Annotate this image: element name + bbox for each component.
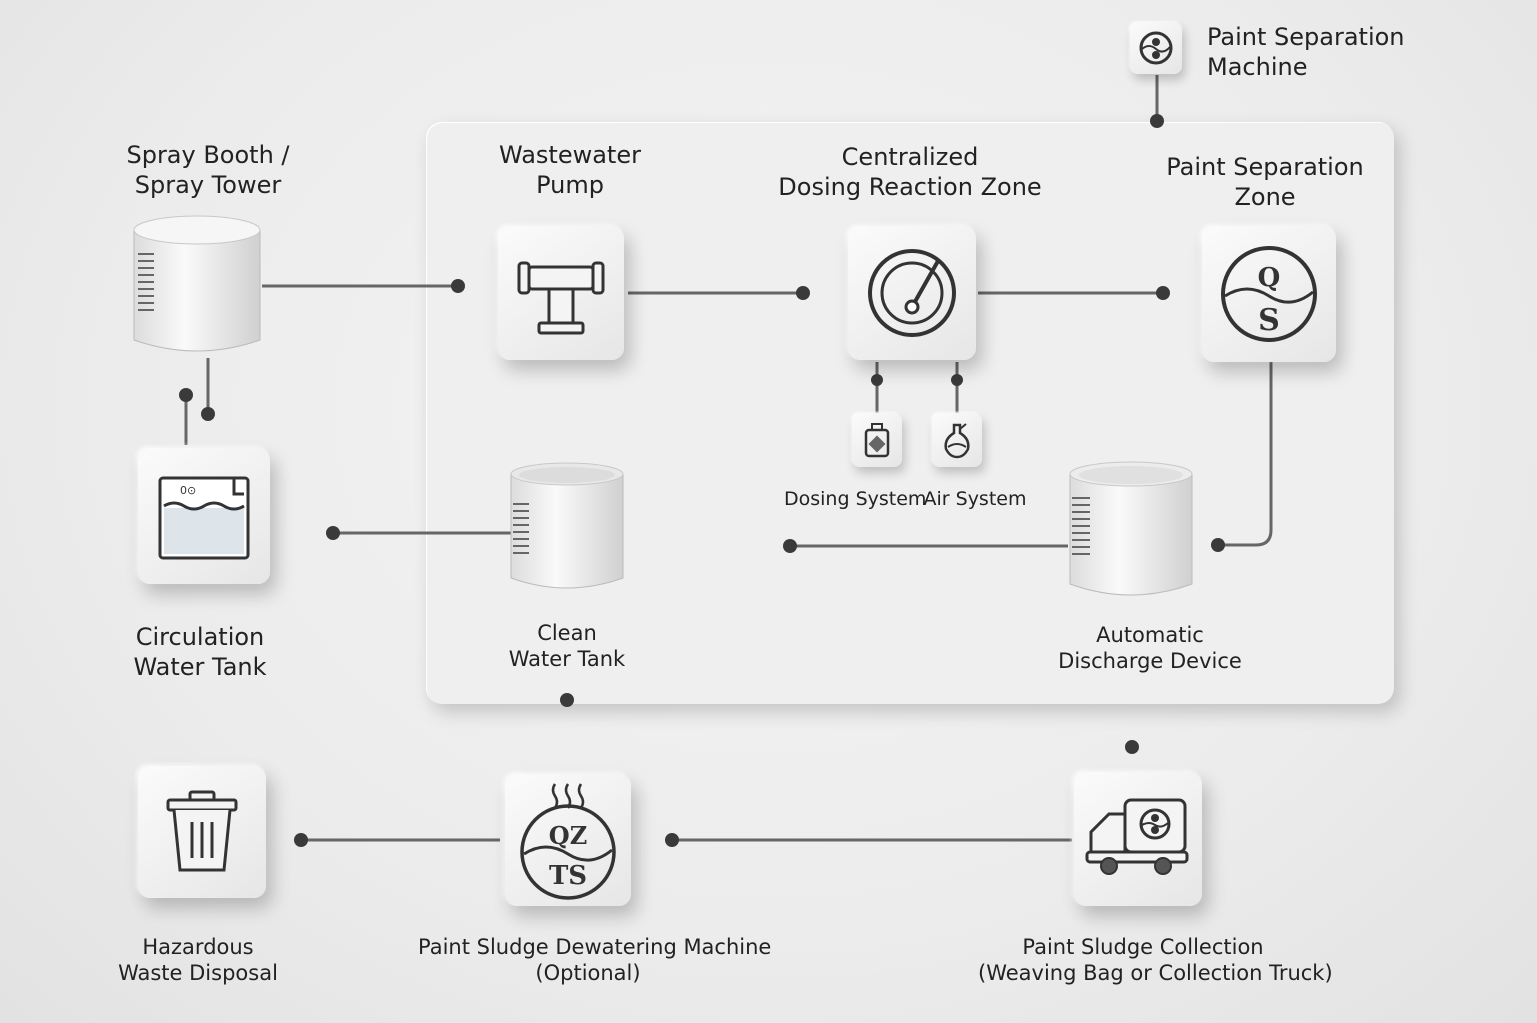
separator-icon xyxy=(1139,31,1173,65)
flask-icon xyxy=(944,423,970,459)
separation-bottom-letter: S xyxy=(1258,303,1280,338)
dewatering-top-text: QZ xyxy=(549,821,587,850)
process-panel xyxy=(426,122,1394,704)
chemical-bottle-icon xyxy=(864,423,890,458)
dosing-system-label: Dosing System xyxy=(784,488,927,510)
dewatering-bottom-text: TS xyxy=(549,861,587,891)
water-tank-icon: 0⊙ xyxy=(158,476,250,560)
automatic-discharge-device-label: Automatic Discharge Device xyxy=(1058,623,1242,674)
wastewater-pump-label: Wastewater Pump xyxy=(499,141,641,199)
gauge-icon xyxy=(868,249,956,337)
paint-separation-zone-tile[interactable]: Q S xyxy=(1202,226,1336,362)
clean-water-tank-label: Clean Water Tank xyxy=(508,621,626,672)
sludge-collection-label: Paint Sludge Collection (Weaving Bag or … xyxy=(978,935,1333,986)
automatic-discharge-device-cylinder[interactable] xyxy=(1064,458,1198,606)
collection-truck-icon xyxy=(1085,798,1189,875)
air-system-tile[interactable] xyxy=(932,413,982,467)
sludge-dewatering-machine-tile[interactable]: QZ TS xyxy=(505,774,631,906)
sludge-dewatering-machine-label: Paint Sludge Dewatering Machine (Optiona… xyxy=(418,935,772,986)
pump-icon xyxy=(517,261,605,335)
circulation-water-tank-label: Circulation Water Tank xyxy=(133,623,267,681)
svg-text:0⊙: 0⊙ xyxy=(180,484,196,497)
dosing-system-tile[interactable] xyxy=(852,413,902,467)
separation-top-letter: Q xyxy=(1258,263,1281,293)
paint-separation-zone-label: Paint Separation Zone xyxy=(1166,153,1364,211)
separator-icon: Q S xyxy=(1221,246,1317,342)
dosing-reaction-zone-label: Centralized Dosing Reaction Zone xyxy=(778,143,1042,201)
circulation-water-tank-tile[interactable]: 0⊙ xyxy=(138,448,270,584)
sludge-collection-tile[interactable] xyxy=(1074,772,1202,906)
wastewater-pump-tile[interactable] xyxy=(498,226,624,360)
hazardous-waste-disposal-label: Hazardous Waste Disposal xyxy=(118,935,278,986)
trash-can-icon xyxy=(166,790,238,872)
dosing-reaction-zone-tile[interactable] xyxy=(848,226,976,360)
dewatering-icon: QZ TS xyxy=(520,783,616,900)
paint-separation-machine-label: Paint Separation Machine xyxy=(1207,23,1405,81)
clean-water-tank-cylinder[interactable] xyxy=(505,460,629,598)
air-system-label: Air System xyxy=(923,488,1027,510)
paint-separation-machine-tile[interactable] xyxy=(1130,22,1182,74)
hazardous-waste-disposal-tile[interactable] xyxy=(138,766,266,898)
spray-booth-cylinder[interactable] xyxy=(126,212,268,362)
spray-booth-label: Spray Booth / Spray Tower xyxy=(126,141,290,199)
